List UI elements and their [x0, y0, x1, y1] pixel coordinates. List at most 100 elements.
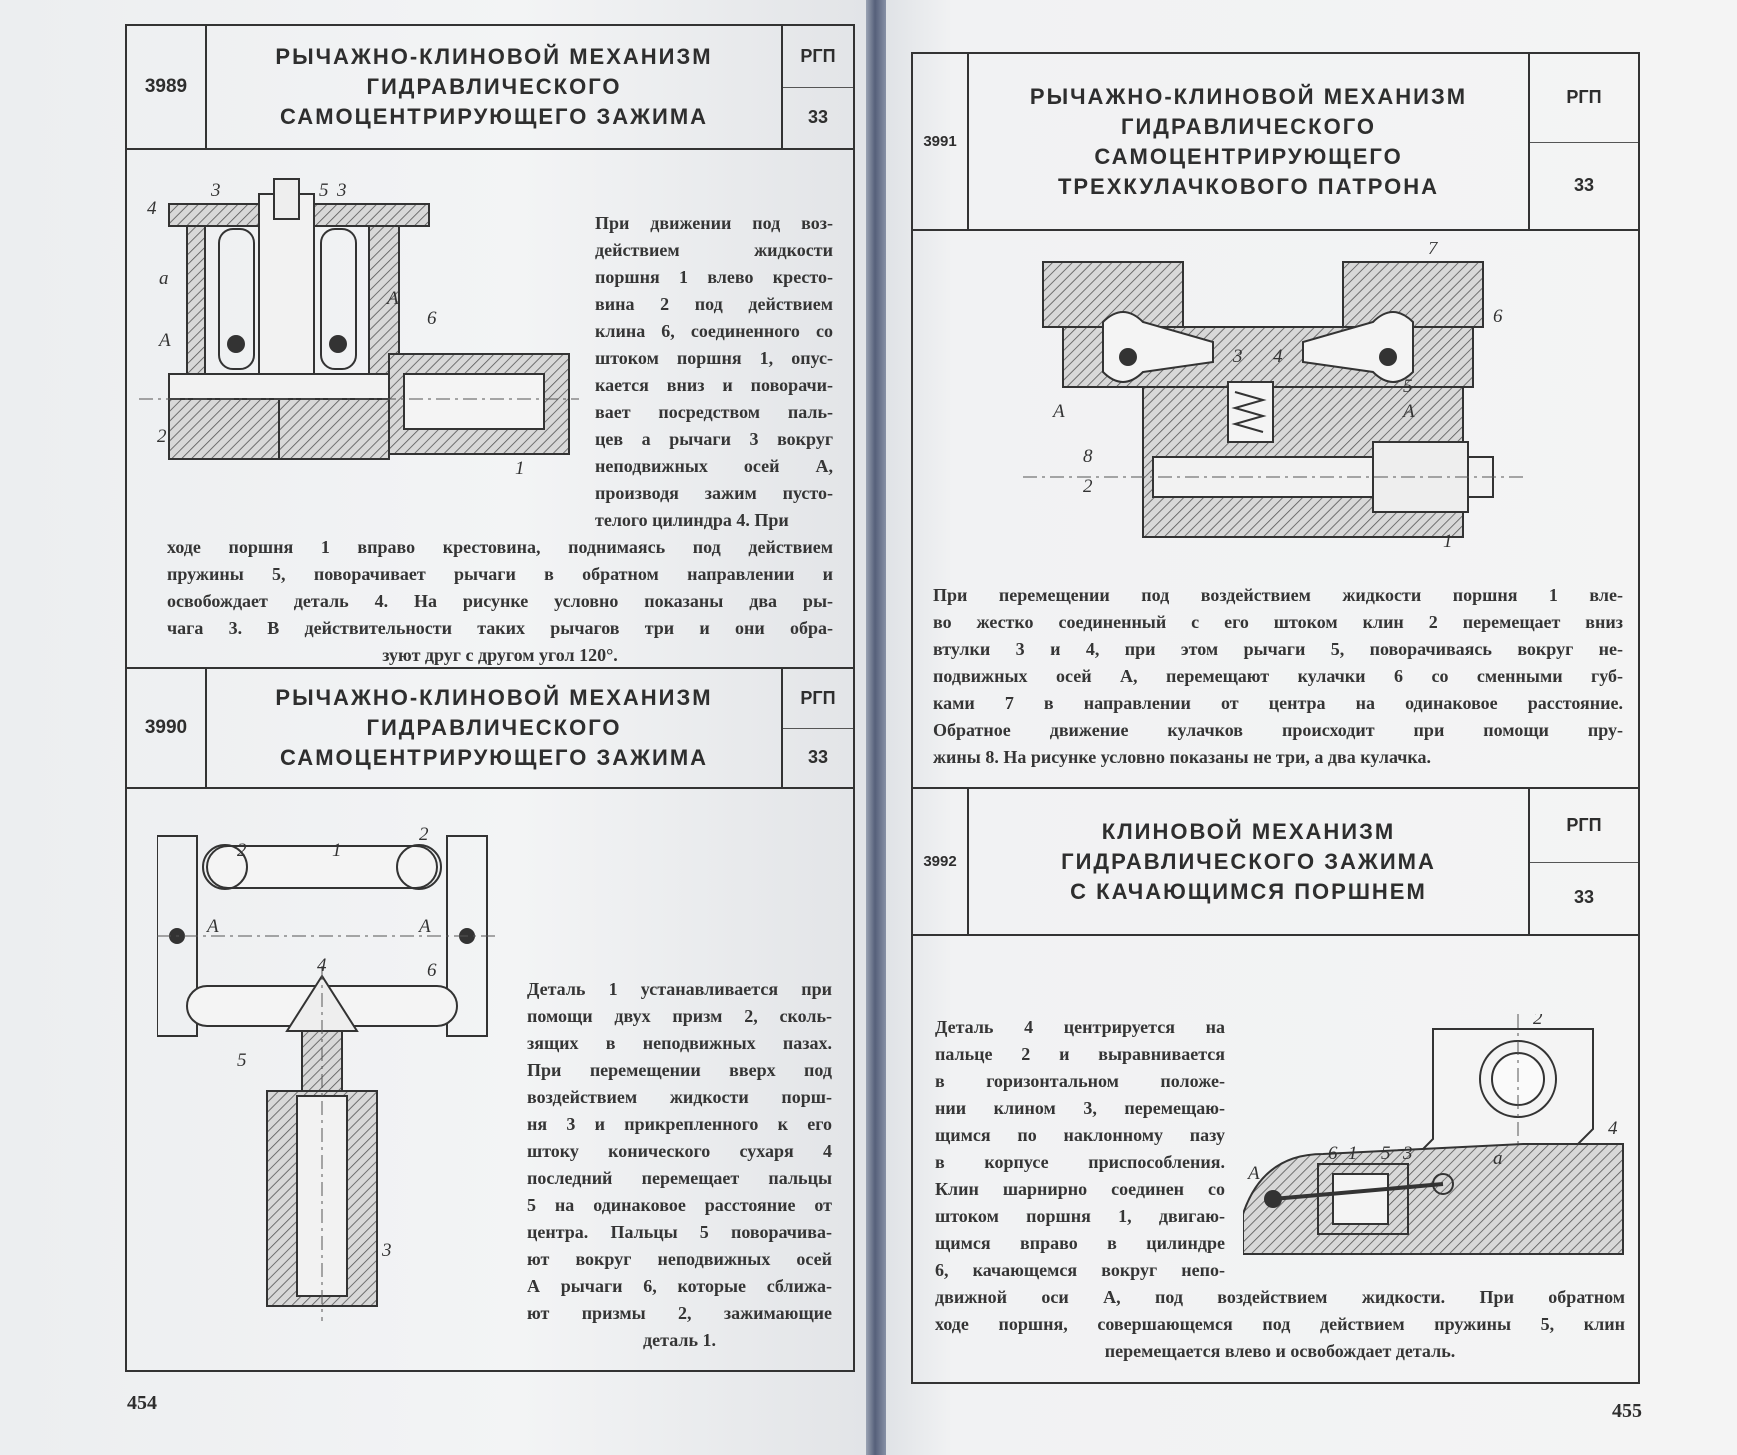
figure-label: 7 [1428, 242, 1439, 259]
text-line: ками 7 в направлении от центра на одинак… [933, 693, 1623, 713]
figure-label: 2 [1083, 476, 1093, 497]
figure-label: 1 [1443, 531, 1453, 552]
rgp-code: 33 [1573, 887, 1595, 908]
text-line: действием жидкости [595, 240, 833, 260]
rgp-code: 33 [807, 747, 829, 767]
figure-label: 1 [1348, 1143, 1358, 1164]
figure-label: А [205, 916, 219, 937]
figure-label: 2 [1533, 1014, 1543, 1029]
title-line: ТРЕХКУЛАЧКОВОГО ПАТРОНА [1057, 173, 1440, 199]
rgp-label: РГП [783, 26, 853, 88]
section-title: КЛИНОВОЙ МЕХАНИЗМ ГИДРАВЛИЧЕСКОГО ЗАЖИМА… [969, 789, 1528, 934]
title-line: САМОЦЕНТРИРУЮЩЕГО ЗАЖИМА [279, 745, 709, 770]
figure-label: 8 [1083, 446, 1093, 467]
text-line: освобождает деталь 4. На рисунке условно… [167, 591, 833, 611]
section-header-3992: 3992 КЛИНОВОЙ МЕХАНИЗМ ГИДРАВЛИЧЕСКОГО З… [913, 787, 1638, 936]
description-full-3991: При перемещении под воздействием жидкост… [933, 582, 1623, 771]
title-line: РЫЧАЖНО-КЛИНОВОЙ МЕХАНИЗМ [275, 44, 713, 69]
text-line: ют призмы 2, зажимающие [527, 1303, 832, 1323]
text-line: вает посредством паль- [595, 402, 833, 422]
figure-label: 4 [1273, 346, 1283, 367]
rgp-label: РГП [783, 669, 853, 729]
section-title: РЫЧАЖНО-КЛИНОВОЙ МЕХАНИЗМ ГИДРАВЛИЧЕСКОГ… [207, 669, 781, 787]
text-line: вина 2 под действием [595, 294, 833, 314]
section-number: 3991 [913, 54, 969, 229]
text-line: пальце 2 и выравнивается [935, 1044, 1225, 1064]
text-line: 6, качающемся вокруг непо- [935, 1260, 1225, 1280]
figure-3991-drawing: 3 4 7 6 5 А А 8 2 1 [1023, 242, 1523, 552]
rgp-code: 33 [807, 107, 829, 127]
figure-label: 2 [419, 826, 429, 845]
figure-label: 6 [1493, 306, 1503, 327]
text-line: подвижных осей А, перемещают кулачки 6 с… [933, 666, 1623, 686]
rgp-label: РГП [1530, 789, 1638, 863]
text-line: последний перемещает пальцы [527, 1168, 832, 1188]
figure-label: 5 [237, 1050, 247, 1071]
rgp-cell: РГП 33 [1528, 789, 1638, 934]
rgp-cell: РГП 33 [781, 26, 853, 148]
text-line: При движении под воз- [595, 213, 833, 233]
text-line: производя зажим пусто- [595, 483, 833, 503]
text-line: поршня 1 влево кресто- [595, 267, 833, 287]
section-number: 3990 [127, 669, 207, 787]
book-spine [866, 0, 886, 1455]
title-line: САМОЦЕНТРИРУЮЩЕГО ЗАЖИМА [279, 104, 709, 129]
title-line: ГИДРАВЛИЧЕСКОГО [366, 715, 622, 740]
description-full-3989: ходе поршня 1 вправо крестовина, поднима… [167, 534, 833, 669]
section-title: РЫЧАЖНО-КЛИНОВОЙ МЕХАНИЗМ ГИДРАВЛИЧЕСКОГ… [969, 54, 1528, 229]
text-line: 5 на одинаковое расстояние от [527, 1195, 832, 1215]
text-line: щимся вправо в цилиндре [935, 1233, 1225, 1253]
figure-label: 5 [1381, 1143, 1391, 1164]
figure-label: 6 [427, 960, 437, 981]
text-line: втулки 3 и 4, при этом рычаги 5, поворач… [933, 639, 1623, 659]
title-line: САМОЦЕНТРИРУЮЩЕГО [1094, 143, 1403, 169]
figure-label: 1 [332, 840, 342, 861]
figure-label: 4 [317, 955, 327, 976]
text-line: ня 3 и прикрепленного к его [527, 1114, 832, 1134]
figure-label: 3 [336, 180, 347, 201]
title-line: ГИДРАВЛИЧЕСКОГО [366, 74, 622, 99]
figure-label: А [385, 288, 399, 309]
text-line: воздействием жидкости порш- [527, 1087, 832, 1107]
text-line: При перемещении под воздействием жидкост… [933, 585, 1623, 605]
section-number: 3989 [127, 26, 207, 148]
figure-label: 6 [427, 308, 437, 329]
text-line: во жестко соединенный с его штоком клин … [933, 612, 1623, 632]
figure-label: А [417, 916, 431, 937]
text-line: жины 8. На рисунке условно показаны не т… [933, 747, 1431, 767]
text-line: При перемещении вверх под [527, 1060, 832, 1080]
text-line: перемещается влево и освобождает деталь. [1104, 1341, 1456, 1361]
text-line: Клин шарнирно соединен со [935, 1179, 1225, 1199]
section-header-3990: 3990 РЫЧАЖНО-КЛИНОВОЙ МЕХАНИЗМ ГИДРАВЛИЧ… [127, 667, 853, 789]
figure-label: 2 [237, 840, 247, 861]
text-line: штоком поршня 1, опус- [595, 348, 833, 368]
figure-label: 1 [515, 458, 525, 479]
text-line: щимся по наклонному пазу [935, 1125, 1225, 1145]
text-line: в горизонтальном положе- [935, 1071, 1225, 1091]
section-title: РЫЧАЖНО-КЛИНОВОЙ МЕХАНИЗМ ГИДРАВЛИЧЕСКОГ… [207, 26, 781, 148]
text-line: движной оси А, под воздействием жидкости… [935, 1287, 1625, 1307]
figure-label: 5 [319, 180, 329, 201]
text-line: цев а рычаги 3 вокруг [595, 429, 833, 449]
text-line: А рычаги 6, которые сближа- [527, 1276, 832, 1296]
text-line: ходе поршня 1 вправо крестовина, поднима… [167, 537, 833, 557]
figure-3990-drawing: 2 1 2 А А 4 6 5 3 [157, 826, 497, 1321]
text-line: нии клином 3, перемещаю- [935, 1098, 1225, 1118]
text-line: штоку конического сухаря 4 [527, 1141, 832, 1161]
figure-label: 3 [1402, 1143, 1413, 1164]
section-header-3991: 3991 РЫЧАЖНО-КЛИНОВОЙ МЕХАНИЗМ ГИДРАВЛИЧ… [913, 54, 1638, 231]
text-line: телого цилиндра 4. При [595, 510, 789, 530]
figure-label: 4 [1608, 1118, 1618, 1139]
figure-3989-drawing: 4 3 5 3 а А А 6 2 1 [139, 178, 579, 479]
rgp-code: 33 [1573, 174, 1595, 195]
figure-label: 5 [1403, 376, 1413, 397]
left-page [0, 0, 868, 1455]
text-line: клина 6, соединенного со [595, 321, 833, 341]
text-line: Деталь 1 устанавливается при [527, 979, 832, 999]
figure-label: А [1401, 401, 1415, 422]
figure-label: 3 [1232, 346, 1243, 367]
title-line: РЫЧАЖНО-КЛИНОВОЙ МЕХАНИЗМ [1029, 83, 1468, 109]
figure-3992-drawing: 2 4 6 1 5 3 А а [1243, 1014, 1624, 1255]
title-line: ГИДРАВЛИЧЕСКОГО ЗАЖИМА [1061, 848, 1436, 874]
text-line: пружины 5, поворачивает рычаги в обратно… [167, 564, 833, 584]
